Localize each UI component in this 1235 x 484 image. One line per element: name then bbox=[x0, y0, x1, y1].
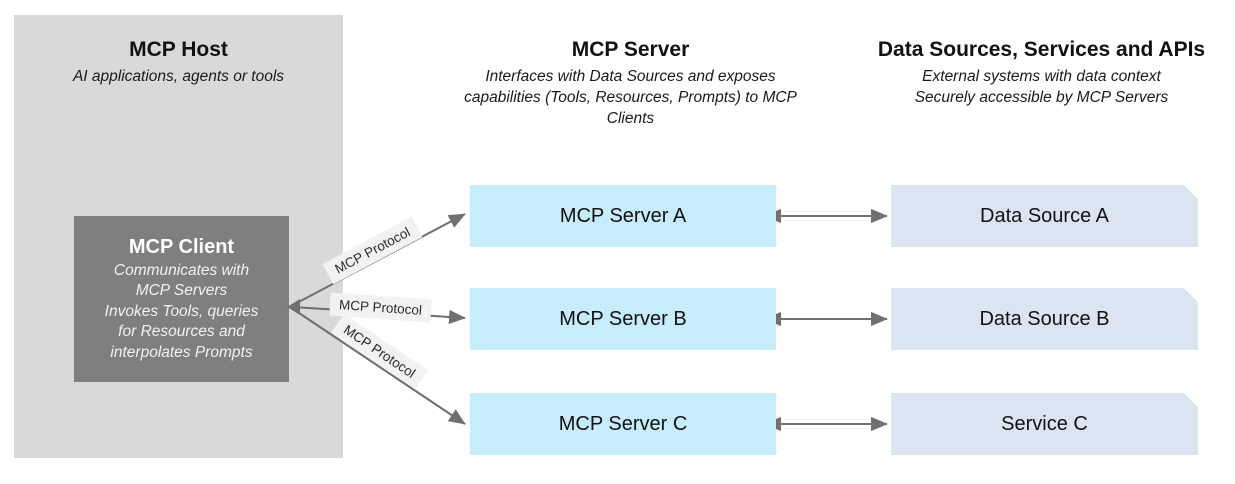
mcp-server-c-box[interactable]: MCP Server C bbox=[470, 393, 776, 455]
data-sources-subtitle-line-2: Securely accessible by MCP Servers bbox=[914, 89, 1169, 106]
mcp-client-desc-line-3: Invokes Tools, queries bbox=[104, 302, 259, 320]
mcp-client-description: Communicates with MCP Servers Invokes To… bbox=[105, 261, 259, 364]
service-c-box[interactable]: Service C bbox=[891, 393, 1198, 455]
column-header-server: MCP Server Interfaces with Data Sources … bbox=[458, 36, 803, 129]
server-title: MCP Server bbox=[571, 38, 690, 61]
data-sources-title: Data Sources, Services and APIs bbox=[877, 38, 1206, 61]
host-title: MCP Host bbox=[129, 38, 228, 61]
data-source-b-box[interactable]: Data Source B bbox=[891, 288, 1198, 350]
data-source-b-label: Data Source B bbox=[979, 307, 1110, 330]
mcp-client-desc-line-4: for Resources and bbox=[118, 323, 245, 341]
data-sources-subtitle-line-1: External systems with data context bbox=[922, 68, 1161, 85]
protocol-label-server-c: MCP Protocol bbox=[331, 313, 428, 390]
service-c-label: Service C bbox=[1001, 412, 1088, 435]
mcp-server-c-label: MCP Server C bbox=[558, 412, 688, 435]
mcp-client-box[interactable]: MCP Client Communicates with MCP Servers… bbox=[74, 216, 289, 382]
data-source-a-box[interactable]: Data Source A bbox=[891, 185, 1198, 247]
data-source-a-label: Data Source A bbox=[980, 204, 1109, 227]
column-header-host: MCP Host AI applications, agents or tool… bbox=[14, 36, 343, 87]
server-subtitle: Interfaces with Data Sources and exposes… bbox=[464, 68, 797, 127]
mcp-client-desc-line-5: interpolates Prompts bbox=[110, 343, 253, 361]
mcp-client-title: MCP Client bbox=[128, 235, 235, 258]
mcp-client-desc-line-1: Communicates with bbox=[113, 261, 250, 279]
mcp-server-b-label: MCP Server B bbox=[559, 307, 687, 330]
host-subtitle: AI applications, agents or tools bbox=[72, 68, 285, 85]
mcp-server-b-box[interactable]: MCP Server B bbox=[470, 288, 776, 350]
mcp-server-a-box[interactable]: MCP Server A bbox=[470, 185, 776, 247]
data-sources-subtitle: External systems with data context Secur… bbox=[848, 66, 1235, 108]
column-header-data-sources: Data Sources, Services and APIs External… bbox=[848, 36, 1235, 108]
mcp-client-desc-line-2: MCP Servers bbox=[135, 282, 228, 300]
mcp-server-a-label: MCP Server A bbox=[559, 204, 687, 227]
